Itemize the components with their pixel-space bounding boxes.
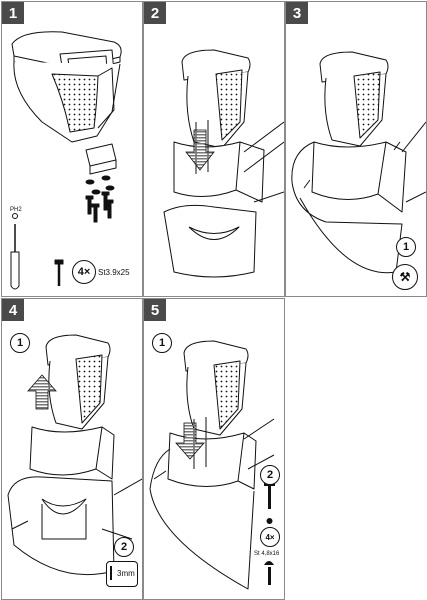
substep-1-text: 1 [16,337,24,349]
armrest-positioning-illustration [291,51,426,274]
substep-2-text: 2 [266,469,274,481]
quantity-badge: 4× [72,260,96,284]
step-5-badge: 5 [144,299,166,321]
step-2-panel: 2 [143,1,285,297]
quantity-text: 4× [265,532,275,542]
armrest-raising-illustration [7,334,142,576]
substep-2-text: 2 [120,541,128,553]
substep-1-badge: 1 [10,333,30,353]
step-4-panel: 4 1 2 3mm [1,298,143,600]
step-1-badge: 1 [2,2,24,24]
armrest-fixing-illustration [149,340,275,590]
screw-spec-label: St 4,8x16 [254,551,280,557]
substep-1-text: 1 [402,241,410,253]
hex-key-shaft [110,566,112,580]
empty-area [285,298,426,599]
substep-2-badge: 2 [260,465,280,485]
substep-1-text: 1 [158,337,166,349]
screw-spec-label: St3.9x25 [98,268,130,277]
hex-key-icon: 3mm [106,561,138,587]
armrest-lowering-illustration [163,49,284,278]
hex-key-size-label: 3mm [117,569,135,578]
tool-size-label: PH2 [10,207,22,213]
step-5-panel: 5 1 2 4× St 4,8x16 [143,298,285,600]
substep-2-badge: 2 [114,537,134,557]
step-4-badge: 4 [2,299,24,321]
tighten-icon: ⚒ [392,264,418,290]
substep-1-badge: 1 [396,237,416,257]
quantity-badge: 4× [260,527,280,547]
step-2-badge: 2 [144,2,166,24]
armrest-assembly-illustration [10,31,122,290]
step-3-panel: 3 1 ⚒ [285,1,427,297]
quantity-text: 4× [77,266,91,278]
step-1-panel: 1 [1,1,143,297]
step-3-badge: 3 [286,2,308,24]
substep-1-badge: 1 [152,333,172,353]
